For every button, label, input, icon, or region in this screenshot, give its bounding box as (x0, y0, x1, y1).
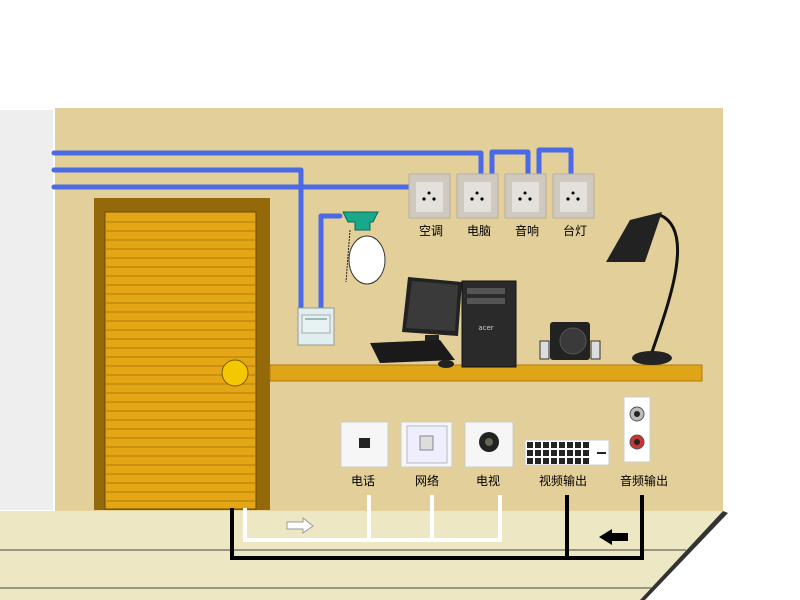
arrow-right-icon (286, 516, 314, 534)
socket-desk-lamp (552, 173, 595, 219)
outlet-label-phone: 电话 (350, 474, 376, 488)
top-socket-row (408, 173, 595, 219)
socket-label-air-conditioner: 空调 (418, 224, 444, 238)
light-switch (297, 307, 335, 346)
socket-speaker (504, 173, 547, 219)
network-jack-icon (400, 421, 453, 468)
door (94, 198, 270, 510)
socket-air-conditioner (408, 173, 451, 219)
socket-label-speaker: 音响 (514, 224, 540, 238)
audio-output-icon (623, 396, 651, 463)
brand-logo: acer (478, 324, 493, 332)
outlet-label-video-output: 视频输出 (538, 474, 588, 488)
light-bulb-icon (342, 211, 386, 285)
speaker-icon (539, 322, 601, 360)
door-knob (221, 359, 249, 387)
floor (0, 511, 723, 600)
outlet-label-audio-output: 音频输出 (619, 474, 669, 488)
desk-lamp-icon (606, 212, 680, 365)
phone-jack-icon (340, 421, 389, 468)
tv-coax-icon (464, 421, 514, 468)
socket-label-computer: 电脑 (466, 224, 492, 238)
video-output-icon (524, 439, 610, 466)
side-wall (0, 110, 54, 510)
computer-icon: acer (370, 277, 517, 368)
input-cable-white (243, 495, 502, 542)
outlet-label-network: 网络 (414, 474, 440, 488)
socket-computer (456, 173, 499, 219)
outlet-label-tv: 电视 (475, 474, 501, 488)
power-wires (51, 147, 574, 311)
output-cable-black (230, 495, 644, 560)
socket-label-desk-lamp: 台灯 (562, 224, 588, 238)
floor-shadow (640, 511, 728, 600)
arrow-left-icon (599, 529, 628, 545)
